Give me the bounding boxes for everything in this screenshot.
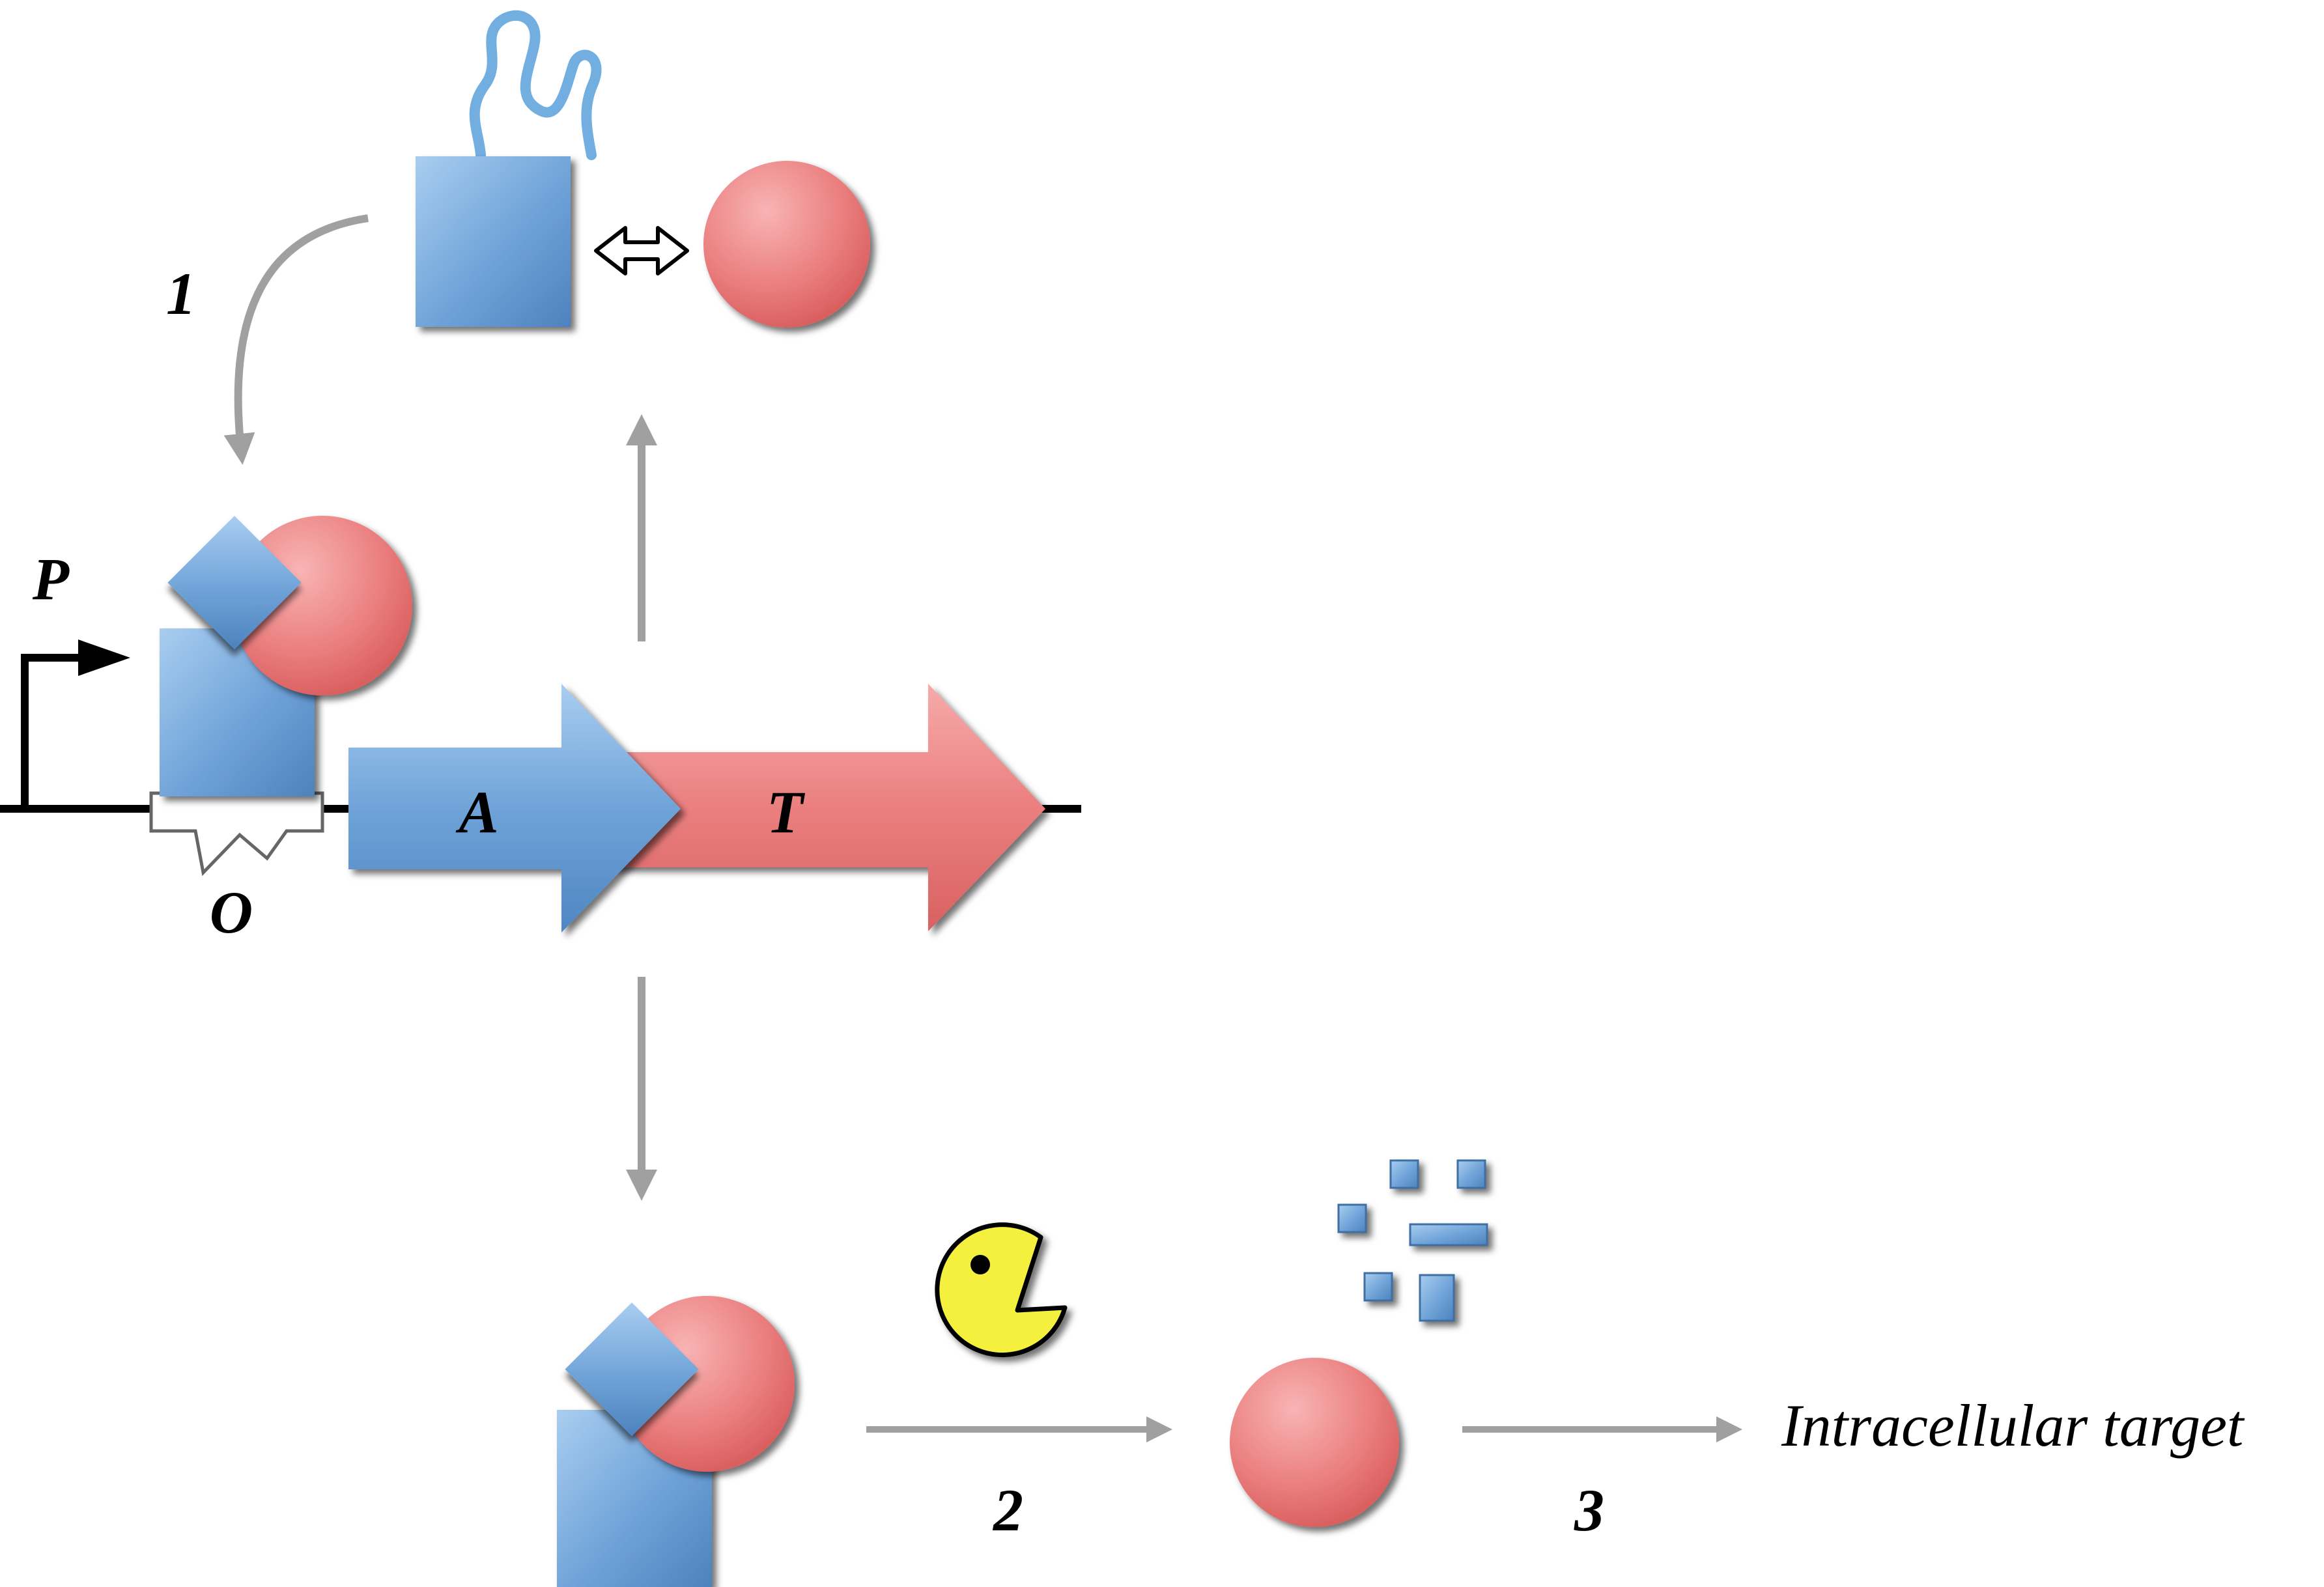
operator-bound-complex — [160, 516, 412, 796]
gene-a-label: A — [455, 779, 498, 845]
complex-antitoxin-diamond — [565, 1302, 699, 1437]
ta-complex — [557, 1296, 795, 1587]
gene-a-arrow — [348, 684, 681, 933]
gene-t-arrow — [596, 684, 1045, 931]
free-toxin-circle — [703, 161, 870, 328]
pacman-eye — [971, 1255, 990, 1274]
step1-label: 1 — [166, 260, 196, 327]
promoter-arrowhead — [78, 639, 130, 676]
gene-t-label: T — [767, 779, 806, 845]
promoter-arrow-icon — [21, 654, 85, 809]
degradation-fragments-icon — [1337, 1159, 1488, 1322]
pacman-protease-icon — [935, 1222, 1068, 1358]
operator-label: O — [210, 879, 253, 946]
promoter-label: P — [32, 546, 70, 612]
step3-label: 3 — [1574, 1477, 1604, 1543]
double-arrow-icon — [594, 226, 689, 275]
intracellular-target-label: Intracellular target — [1781, 1392, 2245, 1459]
released-toxin-circle — [1230, 1358, 1399, 1527]
antitoxin-diamond — [167, 516, 302, 650]
step2-label: 2 — [992, 1477, 1023, 1543]
step1-curved-arrow — [223, 214, 369, 465]
squiggle-tail-icon — [469, 10, 602, 160]
free-antitoxin-square — [416, 156, 571, 327]
